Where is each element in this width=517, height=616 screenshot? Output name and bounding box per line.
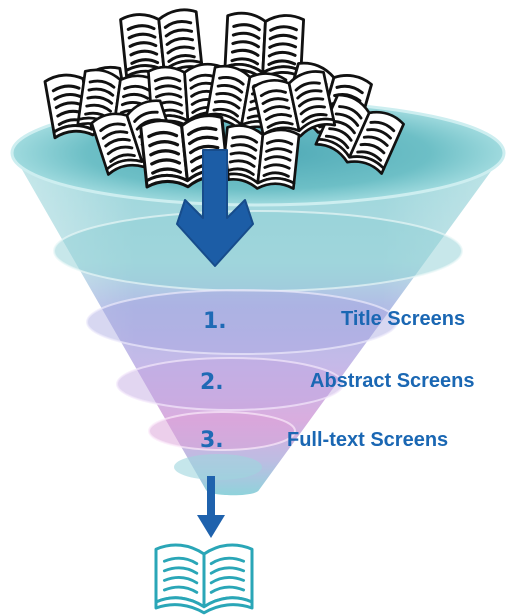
stage-labels: Title Screens Abstract Screens Full-text… [287, 308, 475, 451]
stage-1-label: Title Screens [341, 308, 465, 330]
stage-numbers: 1. 2. 3. [200, 309, 227, 453]
down-arrow-icon [176, 149, 254, 267]
funnel-tier-5-band [174, 454, 262, 480]
stage-1-number: 1. [203, 309, 227, 334]
funnel-tier-2-band [87, 290, 397, 354]
funnel-tier-4-band [149, 412, 295, 450]
funnel-tier-3-band [117, 358, 343, 410]
funnel-tier-1-band [54, 211, 462, 291]
funnel-tier-4-highlight [148, 411, 296, 451]
output-arrow-head [197, 515, 225, 538]
output-arrow-shaft [207, 476, 215, 520]
stage-3-label: Full-text Screens [287, 429, 448, 451]
stage-3-number: 3. [200, 428, 224, 453]
stage-2-number: 2. [200, 370, 224, 395]
funnel-tier-3-highlight [116, 357, 344, 411]
output-book-icon [154, 543, 254, 615]
big-down-arrow-head [176, 149, 254, 267]
stage-2-label: Abstract Screens [310, 370, 475, 392]
funnel-tier-2-highlight [86, 289, 398, 355]
output-arrow-icon [197, 476, 225, 538]
